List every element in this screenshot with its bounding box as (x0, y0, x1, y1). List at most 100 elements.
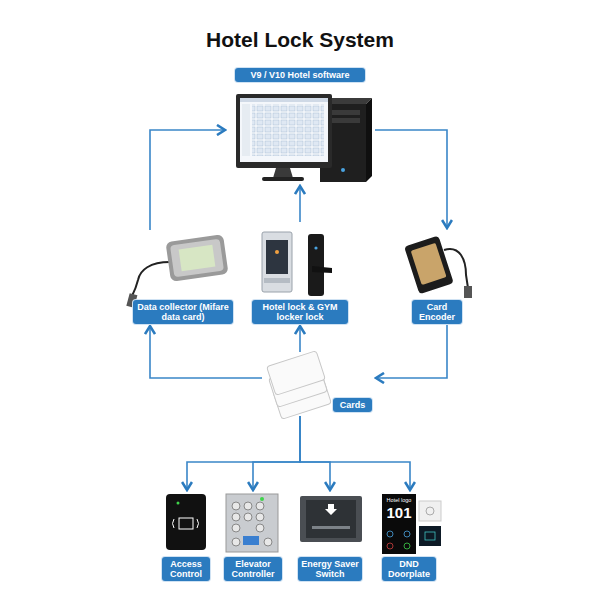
elevator-panel-part (244, 513, 252, 521)
device-node: Energy Saver Switch (295, 490, 366, 582)
label-stack: Energy Saver Switch (298, 557, 362, 583)
data-collector-device-part (165, 234, 228, 282)
flow-connector (150, 326, 262, 378)
elevator-panel-part (226, 494, 278, 552)
data-collector-device-part (165, 234, 228, 282)
hotel-lock-device-part (312, 266, 332, 273)
label-stack: Card Encoder (412, 300, 462, 326)
label-stack: Access Control (162, 557, 210, 583)
hotel-lock-device-part (262, 232, 292, 292)
flow-connector (300, 416, 410, 490)
dnd-doorplate-device-part (404, 543, 410, 549)
dnd-doorplate-device-part (419, 526, 441, 546)
card-encoder-device-part (404, 236, 454, 295)
pc-monitor-part (252, 104, 324, 156)
energy-saver-device-part (300, 496, 362, 542)
hotel-lock-device-part (308, 234, 324, 296)
label-stack: Elevator Controller (224, 557, 282, 583)
label-stack: Cards (333, 398, 372, 414)
pc-tower-part (366, 98, 372, 182)
access-control-device-part (179, 518, 193, 529)
elevator-panel-part (256, 502, 264, 510)
elevator-panel-part (243, 536, 259, 545)
node-label: Card Encoder (412, 300, 462, 324)
data-collector-device-part (170, 239, 224, 278)
pc-monitor-part (242, 104, 250, 156)
label-stack: Data collector (Mifare data card) (133, 300, 233, 326)
elevator-panel-part (260, 497, 264, 501)
device-node: Cards (262, 352, 376, 416)
flow-connector (299, 326, 301, 352)
elevator-panel-part (232, 524, 240, 532)
label-stack: Hotel lock & GYM locker lock (252, 300, 348, 326)
dnd-doorplate-device-part (426, 507, 434, 515)
flow-connector (376, 325, 447, 378)
node-label: Access Control (162, 557, 210, 581)
hotel-lock-device (262, 232, 332, 296)
elevator-panel-part (256, 524, 264, 532)
flow-connector (150, 130, 225, 230)
pc-monitor-part (240, 98, 328, 102)
flow-connector (375, 130, 447, 228)
access-control-device-part (173, 519, 199, 528)
device-node: Data collector (Mifare data card) (128, 230, 240, 326)
hotel-lock-device-part (264, 278, 290, 283)
card-encoder-device-part (464, 286, 472, 298)
node-label: Data collector (Mifare data card) (133, 300, 233, 324)
dnd-doorplate-device-part (387, 543, 393, 549)
data-collector-device-part (179, 245, 216, 272)
dnd-doorplate-device-part (387, 531, 393, 537)
flow-connector (187, 416, 300, 490)
data-collector-device-part (132, 262, 170, 296)
data-collector-device (126, 234, 228, 308)
device-node: Access Control (160, 490, 215, 582)
access-control-device-part (166, 494, 206, 550)
card-encoder-device-part (404, 236, 454, 295)
elevator-panel-part (264, 538, 272, 546)
device-node: Card Encoder (400, 228, 475, 325)
access-control-device-part (177, 502, 180, 505)
elevator-panel-part (232, 502, 240, 510)
elevator-panel-part (232, 502, 272, 546)
energy-saver-device (300, 496, 362, 542)
energy-saver-device-part (306, 500, 356, 538)
pc-monitor-part (240, 98, 328, 162)
dnd-doorplate-device-part (382, 494, 416, 554)
node-label: Hotel lock & GYM locker lock (252, 300, 348, 324)
node-label: DND Doorplate (382, 557, 436, 581)
node-label: V9 / V10 Hotel software (235, 68, 365, 82)
elevator-panel-part (232, 538, 240, 546)
dnd-doorplate-device (382, 494, 441, 554)
hotel-lock-device-part (314, 246, 317, 249)
dnd-doorplate-device-part (404, 531, 410, 537)
energy-saver-device-part (312, 526, 350, 529)
flow-connector (299, 186, 301, 222)
cards-stack (267, 351, 332, 420)
cards-stack-part (267, 351, 326, 396)
card-encoder-device-part (411, 243, 447, 285)
node-label: Elevator Controller (224, 557, 282, 581)
device-node: Elevator Controller (222, 490, 286, 582)
pc-tower-part (341, 168, 345, 172)
access-control-device (166, 494, 206, 550)
pc-monitor-part (273, 168, 293, 178)
elevator-panel-part (256, 513, 264, 521)
hotel-lock-device-part (266, 240, 288, 274)
node-label: Energy Saver Switch (298, 557, 362, 581)
device-node: V9 / V10 Hotel software (225, 66, 375, 186)
energy-saver-device-part (325, 504, 337, 515)
diagram-title: Hotel Lock System (0, 28, 600, 52)
device-node: Hotel lock & GYM locker lock (250, 222, 350, 326)
elevator-panel (226, 494, 278, 552)
doorplate-text: 101 (382, 505, 416, 520)
flow-connector (300, 416, 330, 490)
pc-monitor-part (236, 94, 332, 168)
pc-monitor-part (262, 177, 304, 181)
flow-connector (253, 416, 300, 490)
pc-monitor (236, 94, 332, 181)
hotel-lock-device-part (275, 250, 279, 254)
device-node: DND Doorplate (378, 490, 445, 582)
dnd-doorplate-device-part (425, 532, 435, 540)
elevator-panel-part (232, 513, 240, 521)
